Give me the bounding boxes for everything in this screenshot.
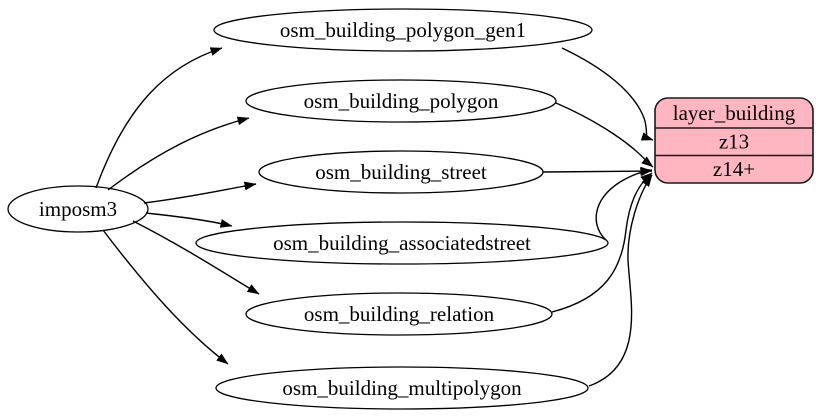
osm_building_street-ellipse: [258, 150, 544, 194]
edge-osm_building_relation-z14: [551, 172, 653, 313]
layer_building-row-z14: z14+: [713, 157, 755, 181]
osm_building_multipolygon-ellipse: [215, 366, 589, 410]
osm_building_polygon_gen1-label: osm_building_polygon_gen1: [280, 18, 526, 42]
edge-imposm3-osm_building_associatedstreet: [145, 212, 233, 228]
node-imposm3: imposm3: [7, 185, 149, 233]
layer_building-row-z13: z13: [719, 130, 749, 154]
osm_building_multipolygon-label: osm_building_multipolygon: [282, 376, 522, 400]
node-osm_building_polygon: osm_building_polygon: [245, 79, 557, 123]
edge-imposm3-osm_building_street: [143, 181, 257, 204]
node-osm_building_multipolygon: osm_building_multipolygon: [215, 366, 589, 410]
node-layer_building: layer_building z13 z14+: [654, 97, 814, 184]
edge-imposm3-osm_building_polygon: [107, 116, 250, 191]
edge-imposm3-osm_building_polygon_gen1: [95, 47, 223, 189]
osm_building_polygon-ellipse: [245, 79, 557, 123]
osm_building_polygon-label: osm_building_polygon: [304, 89, 499, 113]
node-osm_building_associatedstreet: osm_building_associatedstreet: [195, 221, 609, 265]
edge-imposm3-osm_building_relation: [132, 220, 260, 295]
imposm3-label: imposm3: [39, 197, 117, 221]
osm_building_street-label: osm_building_street: [315, 160, 487, 184]
edge-osm_building_associatedstreet-z14: [595, 167, 653, 242]
edge-osm_building_polygon_gen1-z13: [561, 47, 654, 141]
imposm3-ellipse: [7, 185, 149, 233]
edge-imposm3-osm_building_multipolygon: [102, 229, 229, 365]
edge-osm_building_street-z14: [542, 166, 653, 176]
edge-osm_building_polygon-z14: [555, 102, 654, 168]
layer_building-box: [654, 97, 814, 184]
osm_building_relation-ellipse: [245, 292, 553, 336]
osm_building_polygon_gen1-ellipse: [213, 8, 593, 52]
layer_building-title: layer_building: [673, 101, 796, 125]
edge-osm_building_multipolygon-z14: [588, 174, 653, 387]
osm_building_associatedstreet-ellipse: [195, 221, 609, 265]
node-osm_building_relation: osm_building_relation: [245, 292, 553, 336]
osm_building_relation-label: osm_building_relation: [304, 302, 495, 326]
node-osm_building_polygon_gen1: osm_building_polygon_gen1: [213, 8, 593, 52]
osm_building_associatedstreet-label: osm_building_associatedstreet: [273, 231, 531, 255]
node-osm_building_street: osm_building_street: [258, 150, 544, 194]
